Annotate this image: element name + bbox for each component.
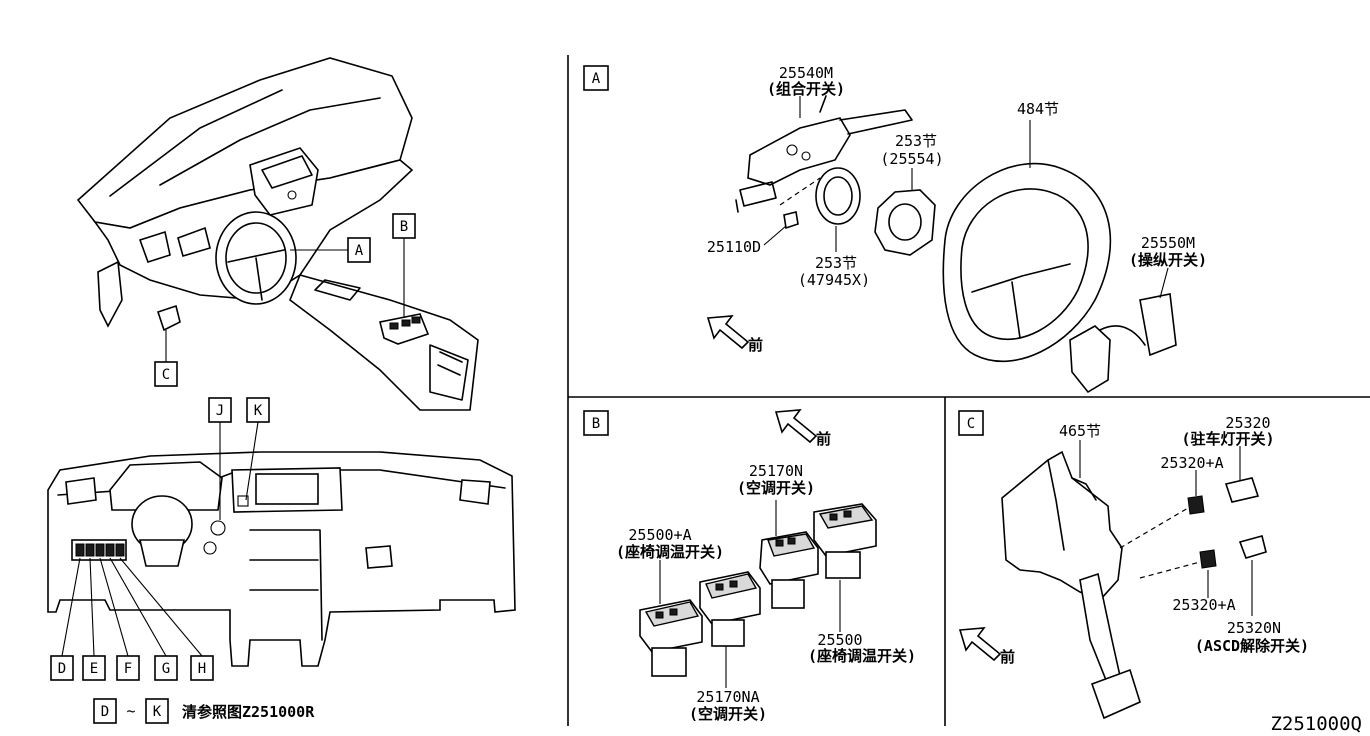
panel-a: A 25540M (组合开关)	[583, 64, 1207, 394]
svg-text:25550M: 25550M	[1141, 234, 1195, 252]
svg-text:D: D	[58, 661, 66, 677]
callout-box-h: H	[190, 655, 214, 681]
reference-note: D ~ K 清参照图Z251000R	[93, 698, 315, 724]
svg-text:(驻车灯开关): (驻车灯开关)	[1181, 430, 1274, 448]
svg-text:G: G	[162, 661, 170, 677]
svg-text:253节: 253节	[815, 254, 857, 272]
dashboard-perspective-drawing	[76, 57, 479, 411]
callout-box-g: G	[154, 655, 178, 681]
svg-text:25320+A: 25320+A	[1172, 596, 1235, 614]
svg-text:(空调开关): (空调开关)	[689, 705, 767, 723]
svg-text:~: ~	[126, 702, 135, 720]
svg-text:(25554): (25554)	[880, 150, 943, 168]
panel-b: B 前 25170N (空调开关) 25	[583, 409, 916, 723]
panel-c: C 465节 25320 (驻车灯开关) 25320+A 25320+A 253…	[958, 410, 1309, 720]
svg-text:F: F	[124, 661, 132, 677]
svg-text:K: K	[153, 704, 162, 720]
svg-text:J: J	[216, 403, 224, 419]
svg-text:前: 前	[748, 336, 763, 354]
callout-box-d: D	[50, 655, 74, 681]
svg-text:C: C	[162, 367, 170, 383]
callout-box-a: A	[347, 237, 371, 263]
svg-text:484节: 484节	[1017, 100, 1059, 118]
svg-text:25110D: 25110D	[707, 238, 761, 256]
svg-text:25320+A: 25320+A	[1160, 454, 1223, 472]
svg-text:前: 前	[816, 430, 831, 448]
callout-box-e: E	[82, 655, 106, 681]
svg-text:A: A	[355, 243, 364, 259]
svg-text:D: D	[101, 704, 109, 720]
svg-text:(座椅调温开关): (座椅调温开关)	[616, 543, 724, 561]
diagram-code: Z251000Q	[1270, 713, 1362, 735]
svg-text:(座椅调温开关): (座椅调温开关)	[808, 647, 916, 665]
svg-text:(ASCD解除开关): (ASCD解除开关)	[1195, 637, 1309, 655]
callout-box-c: C	[154, 361, 178, 387]
svg-text:25500: 25500	[817, 631, 862, 649]
svg-text:E: E	[90, 661, 98, 677]
svg-text:C: C	[967, 416, 975, 432]
svg-text:(47945X): (47945X)	[798, 271, 870, 289]
svg-text:(组合开关): (组合开关)	[767, 80, 845, 98]
svg-text:清参照图Z251000R: 清参照图Z251000R	[182, 703, 315, 721]
svg-text:25320: 25320	[1225, 414, 1270, 432]
callout-box-j: J	[208, 397, 232, 423]
svg-text:H: H	[198, 661, 206, 677]
svg-text:25540M: 25540M	[779, 64, 833, 82]
svg-text:K: K	[254, 403, 263, 419]
svg-text:25500+A: 25500+A	[628, 526, 691, 544]
svg-text:25170N: 25170N	[749, 462, 803, 480]
svg-text:B: B	[592, 416, 600, 432]
callout-box-k: K	[246, 397, 270, 423]
svg-text:253节: 253节	[895, 132, 937, 150]
svg-text:25170NA: 25170NA	[696, 688, 759, 706]
svg-text:前: 前	[1000, 648, 1015, 666]
callout-box-b: B	[392, 213, 416, 239]
svg-text:25320N: 25320N	[1227, 619, 1281, 637]
svg-text:B: B	[400, 219, 408, 235]
svg-text:(操纵开关): (操纵开关)	[1129, 251, 1207, 269]
callout-box-f: F	[116, 655, 140, 681]
svg-text:(空调开关): (空调开关)	[737, 479, 815, 497]
svg-text:A: A	[592, 71, 601, 87]
panel-dividers	[567, 55, 1370, 726]
dashboard-front-view-drawing	[47, 421, 516, 667]
svg-text:465节: 465节	[1059, 422, 1101, 440]
